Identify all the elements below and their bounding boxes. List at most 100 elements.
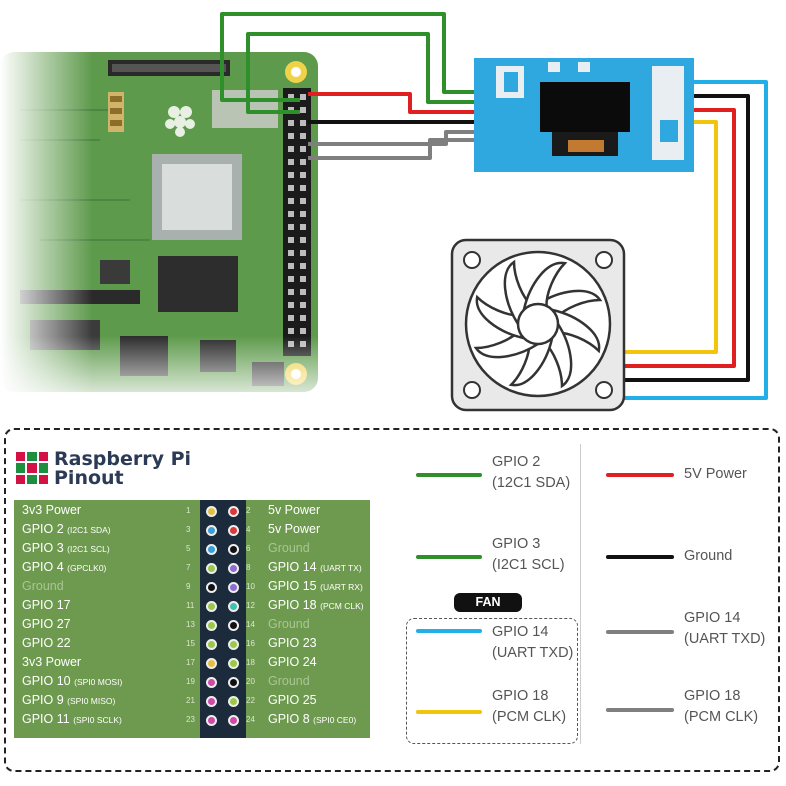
logo-square xyxy=(16,474,26,484)
right-pin-number: 18 xyxy=(246,658,255,667)
cooling-fan xyxy=(450,238,626,412)
raspberry-pi-logo-icon xyxy=(16,452,48,484)
left-pin-name: GPIO 11 (SPI0 SCLK) xyxy=(22,712,122,726)
legend-line-blue xyxy=(416,629,482,633)
right-pin-number: 4 xyxy=(246,525,251,534)
right-pin-name: Ground xyxy=(268,617,310,631)
left-pin-dot xyxy=(206,525,217,536)
right-pin-name: Ground xyxy=(268,541,310,555)
logo-square xyxy=(16,463,26,473)
wire-5v-power xyxy=(308,92,476,114)
right-pin-number: 12 xyxy=(246,601,255,610)
left-pin-dot xyxy=(206,582,217,593)
legend-label: GPIO 14 xyxy=(684,610,741,626)
legend-label: GPIO 2 xyxy=(492,454,541,470)
legend-line-black xyxy=(606,555,674,559)
legend-sublabel: (I2C1 SCL) xyxy=(492,557,565,573)
left-pin-name: GPIO 4 (GPCLK0) xyxy=(22,560,107,574)
right-pin-number: 8 xyxy=(246,563,251,572)
left-pin-name: GPIO 27 xyxy=(22,617,71,631)
legend-line-green xyxy=(416,555,482,559)
right-pin-number: 16 xyxy=(246,639,255,648)
wire-gpio18-gray xyxy=(308,138,476,160)
right-pin-dot xyxy=(228,601,239,612)
legend-sublabel: (PCM CLK) xyxy=(492,709,567,725)
logo-square xyxy=(38,463,48,473)
right-pin-number: 20 xyxy=(246,677,255,686)
wiring-diagram xyxy=(0,12,768,412)
right-pin-number: 22 xyxy=(246,696,255,705)
left-pin-number: 9 xyxy=(186,582,191,591)
left-pin-dot xyxy=(206,506,217,517)
wire-fan-red xyxy=(624,108,736,368)
right-pin-name: GPIO 8 (SPI0 CE0) xyxy=(268,712,357,726)
right-pin-name: GPIO 25 xyxy=(268,693,317,707)
right-pin-dot xyxy=(228,525,239,536)
pinout-row: Ground 9 10 GPIO 15 (UART RX) xyxy=(14,578,370,597)
legend-label: GPIO 18 xyxy=(492,688,549,704)
right-pin-dot xyxy=(228,658,239,669)
right-pin-name: GPIO 15 (UART RX) xyxy=(268,579,363,593)
right-pin-dot xyxy=(228,544,239,555)
legend-sublabel: (UART TXD) xyxy=(492,645,574,661)
right-pin-dot xyxy=(228,677,239,688)
left-pin-dot xyxy=(206,620,217,631)
left-pin-dot xyxy=(206,677,217,688)
left-pin-name: GPIO 22 xyxy=(22,636,71,650)
wire-gpio3-scl xyxy=(246,32,476,114)
left-pin-number: 13 xyxy=(186,620,195,629)
left-pin-name: GPIO 9 (SPI0 MISO) xyxy=(22,693,116,707)
left-pin-name: GPIO 17 xyxy=(22,598,71,612)
legend-label: GPIO 14 xyxy=(492,624,549,640)
left-pin-name: GPIO 10 (SPI0 MOSI) xyxy=(22,674,123,688)
right-pin-name: GPIO 23 xyxy=(268,636,317,650)
right-pin-number: 2 xyxy=(246,506,251,515)
pinout-row: GPIO 27 13 14 Ground xyxy=(14,616,370,635)
right-pin-dot xyxy=(228,563,239,574)
right-pin-dot xyxy=(228,696,239,707)
legend-line-gray xyxy=(606,708,674,712)
left-pin-dot xyxy=(206,696,217,707)
logo-square xyxy=(27,452,37,462)
logo-square xyxy=(16,452,26,462)
right-pin-name: Ground xyxy=(268,674,310,688)
legend-line-red xyxy=(606,473,674,477)
legend-line-yellow xyxy=(416,710,482,714)
pinout-title-line1: Raspberry Pi xyxy=(54,448,192,470)
left-pin-number: 23 xyxy=(186,715,195,724)
pinout-title: Raspberry Pi Pinout xyxy=(54,450,191,488)
left-pin-dot xyxy=(206,544,217,555)
right-pin-name: GPIO 24 xyxy=(268,655,317,669)
logo-square xyxy=(38,452,48,462)
left-pin-number: 19 xyxy=(186,677,195,686)
left-pin-dot xyxy=(206,658,217,669)
right-pin-name: 5v Power xyxy=(268,503,321,517)
left-pin-number: 11 xyxy=(186,601,195,610)
right-pin-name: 5v Power xyxy=(268,522,321,536)
left-pin-name: 3v3 Power xyxy=(22,655,82,669)
right-pin-dot xyxy=(228,620,239,631)
right-pin-number: 10 xyxy=(246,582,255,591)
wire-fan-black xyxy=(624,94,750,382)
right-pin-dot xyxy=(228,715,239,726)
left-pin-name: 3v3 Power xyxy=(22,503,82,517)
logo-square xyxy=(27,463,37,473)
right-pin-number: 14 xyxy=(246,620,255,629)
right-pin-name: GPIO 14 (UART TX) xyxy=(268,560,362,574)
fan-tag: FAN xyxy=(454,593,522,612)
wire-gpio2-sda xyxy=(220,12,476,102)
legend-label: 5V Power xyxy=(684,466,747,482)
logo-square xyxy=(27,474,37,484)
left-pin-number: 5 xyxy=(186,544,191,553)
right-pin-name: GPIO 18 (PCM CLK) xyxy=(268,598,364,612)
left-pin-name: Ground xyxy=(22,579,64,593)
right-pin-dot xyxy=(228,639,239,650)
